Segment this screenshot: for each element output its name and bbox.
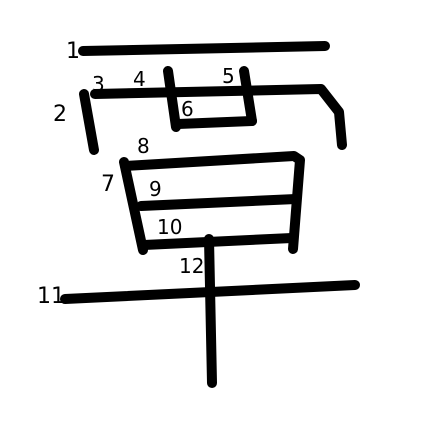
stroke-1 — [78, 41, 330, 56]
stroke-number-5: 5 — [222, 64, 235, 88]
stroke-10 — [139, 233, 297, 250]
stroke-4 — [163, 66, 181, 132]
stroke-number-9: 9 — [149, 177, 162, 201]
stroke-8 — [120, 151, 305, 254]
stroke-number-7: 7 — [101, 172, 115, 197]
stroke-number-6: 6 — [181, 97, 194, 121]
stroke-number-2: 2 — [53, 102, 67, 127]
stroke-12 — [204, 234, 217, 388]
stroke-number-1: 1 — [66, 39, 80, 64]
stroke-number-4: 4 — [133, 67, 146, 91]
stroke-number-12: 12 — [179, 254, 205, 278]
stroke-6 — [173, 116, 257, 129]
stroke-2 — [79, 89, 99, 155]
stroke-number-8: 8 — [137, 134, 150, 158]
stroke-number-11: 11 — [37, 284, 65, 309]
stroke-7 — [119, 157, 148, 255]
stroke-3 — [90, 84, 347, 150]
stroke-9 — [136, 194, 301, 211]
stroke-number-10: 10 — [157, 215, 183, 239]
stroke-5 — [239, 66, 257, 126]
stroke-number-3: 3 — [92, 72, 105, 96]
